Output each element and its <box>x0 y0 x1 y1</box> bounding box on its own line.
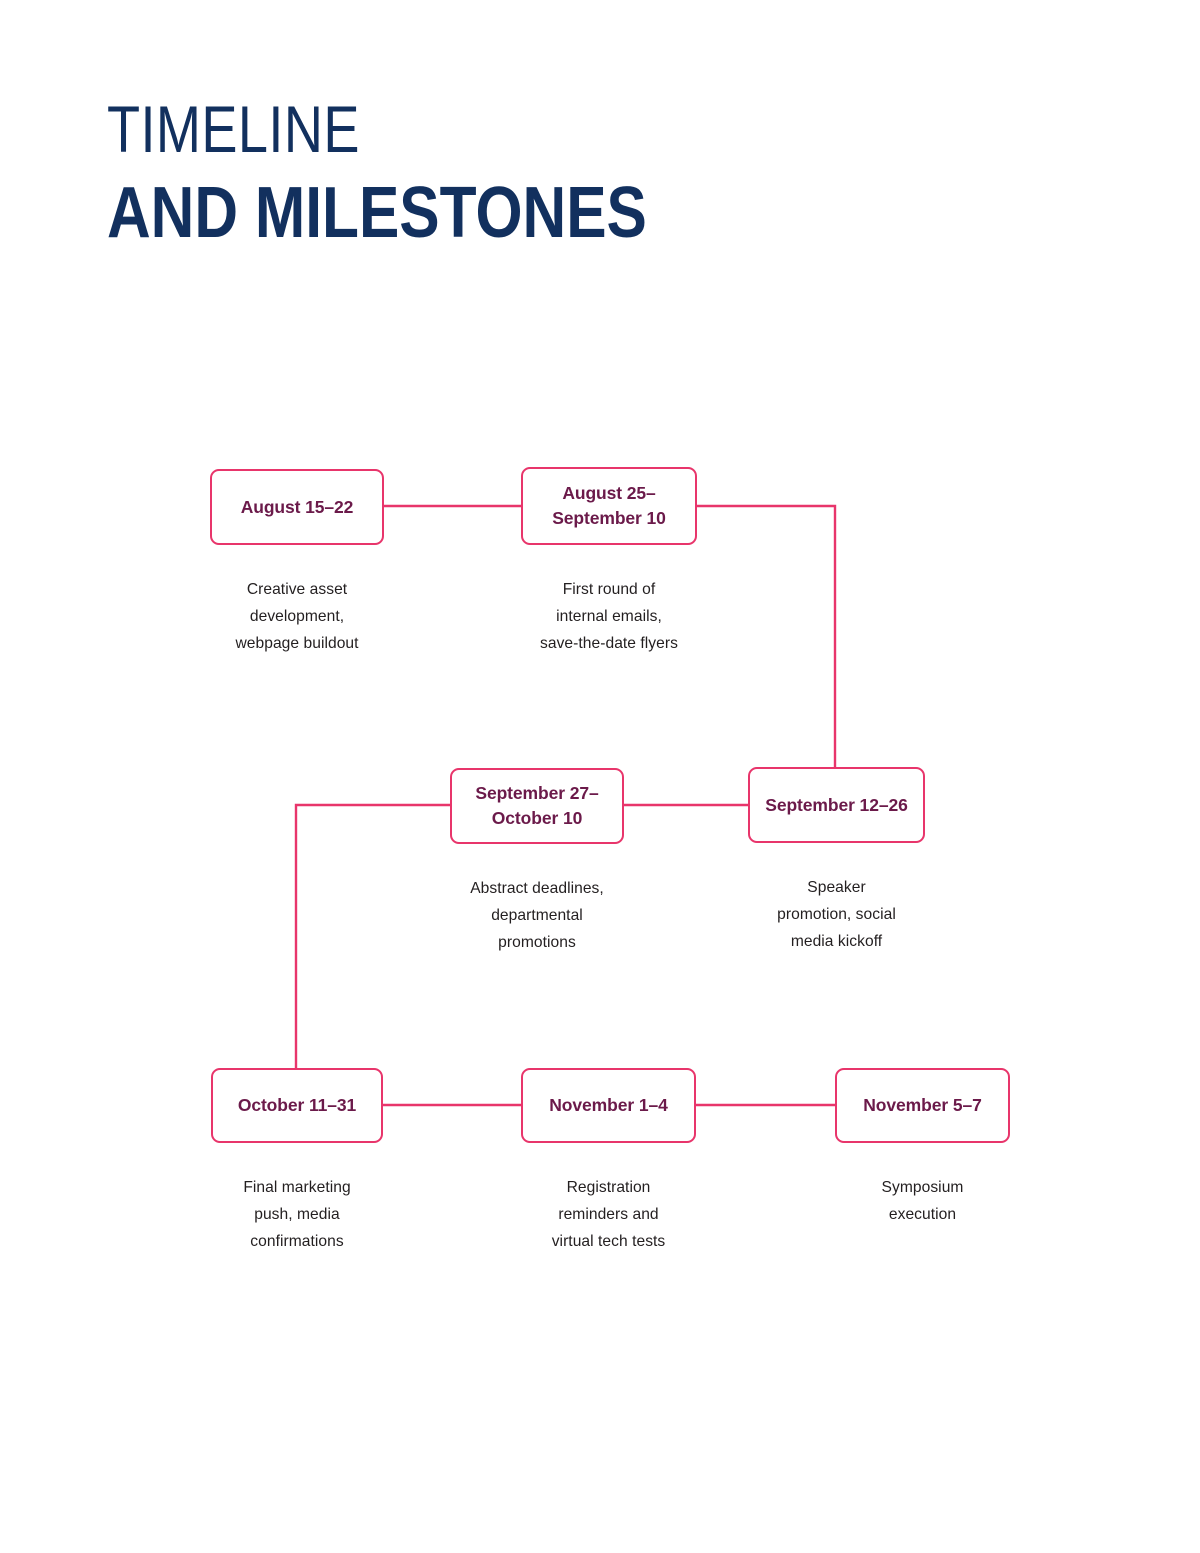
milestone-date-box-6[interactable]: November 1–4 <box>521 1068 696 1143</box>
milestone-date-box-1[interactable]: August 15–22 <box>210 469 384 545</box>
milestone-caption-3: Speaker promotion, social media kickoff <box>777 879 896 950</box>
connector-n4-n5 <box>294 803 450 1068</box>
milestone-date-box-4[interactable]: September 27– October 10 <box>450 768 624 844</box>
milestone-caption-7: Symposium execution <box>881 1179 964 1223</box>
connector-n2-n3 <box>697 504 837 767</box>
milestone-node-6[interactable]: November 1–4 Registration reminders and … <box>521 1068 696 1255</box>
milestone-caption-2: First round of internal emails, save-the… <box>540 581 678 652</box>
page-title: TIMELINE AND MILESTONES <box>107 96 907 251</box>
milestone-node-1[interactable]: August 15–22 Creative asset development,… <box>210 469 384 657</box>
milestone-date-box-2[interactable]: August 25– September 10 <box>521 467 697 545</box>
milestone-node-5[interactable]: October 11–31 Final marketing push, medi… <box>211 1068 383 1255</box>
milestone-node-2[interactable]: August 25– September 10 First round of i… <box>521 467 697 657</box>
milestone-caption-6: Registration reminders and virtual tech … <box>551 1179 666 1250</box>
milestone-caption-5: Final marketing push, media confirmation… <box>243 1179 351 1250</box>
title-line-timeline: TIMELINE <box>107 92 360 166</box>
milestone-node-3[interactable]: September 12–26 Speaker promotion, socia… <box>748 767 925 955</box>
milestone-node-7[interactable]: November 5–7 Symposium execution <box>835 1068 1010 1228</box>
milestone-caption-4: Abstract deadlines, departmental promoti… <box>470 880 604 951</box>
milestone-date-box-7[interactable]: November 5–7 <box>835 1068 1010 1143</box>
milestone-date-box-3[interactable]: September 12–26 <box>748 767 925 843</box>
title-line-and-milestones: AND MILESTONES <box>107 173 647 253</box>
milestone-node-4[interactable]: September 27– October 10 Abstract deadli… <box>450 768 624 956</box>
milestone-caption-1: Creative asset development, webpage buil… <box>235 581 359 652</box>
milestone-date-box-5[interactable]: October 11–31 <box>211 1068 383 1143</box>
